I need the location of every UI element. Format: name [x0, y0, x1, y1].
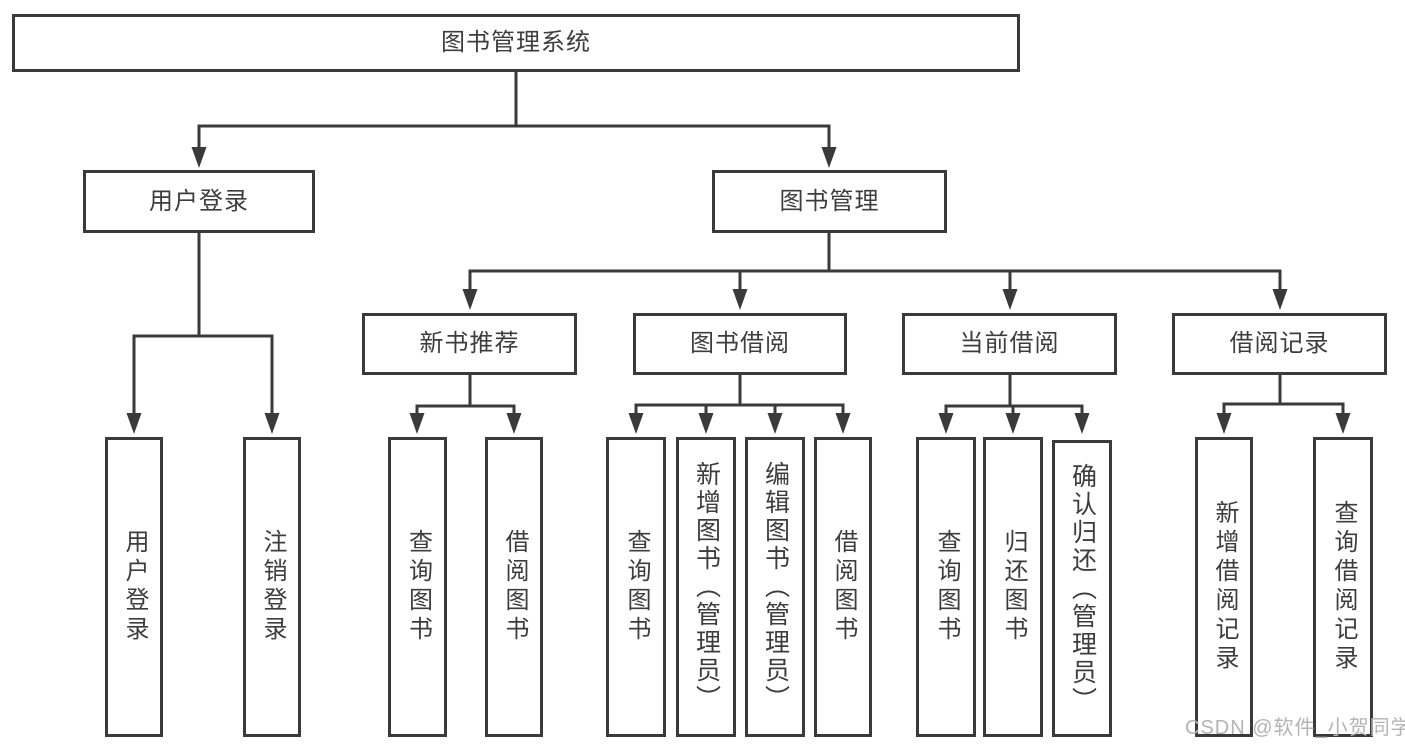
connector-user-login-branch — [126, 233, 280, 434]
leaf-borrowing-add-books-admin: 新增图书（管理员） — [676, 437, 736, 737]
connector-borrowing-branch — [628, 375, 851, 434]
leaf-records-add-record: 新增借阅记录 — [1195, 437, 1253, 737]
leaf-current-query-books: 查询图书 — [916, 437, 976, 737]
node-user-login: 用户登录 — [83, 170, 315, 233]
leaf-borrowing-edit-books-admin: 编辑图书（管理员） — [745, 437, 805, 737]
leaf-current-confirm-return-admin: 确认归还（管理员） — [1052, 440, 1112, 737]
node-borrowing-records: 借阅记录 — [1172, 313, 1387, 375]
node-current-borrowing: 当前借阅 — [902, 313, 1117, 375]
leaf-newbook-borrow-books: 借阅图书 — [485, 437, 543, 737]
leaf-borrowing-borrow-books: 借阅图书 — [814, 437, 872, 737]
leaf-borrowing-query-books: 查询图书 — [606, 437, 666, 737]
csdn-watermark: CSDN @软件_小贺同学 — [1185, 717, 1405, 739]
node-new-book-recommend: 新书推荐 — [362, 313, 577, 375]
node-book-management: 图书管理 — [712, 170, 947, 233]
connector-records-branch — [1216, 375, 1351, 434]
node-library-system-root: 图书管理系统 — [12, 14, 1020, 72]
leaf-records-query-record: 查询借阅记录 — [1313, 437, 1373, 737]
leaf-newbook-query-books: 查询图书 — [388, 437, 447, 737]
leaf-logout: 注销登录 — [243, 437, 301, 737]
connector-new-book-branch — [409, 375, 522, 434]
leaf-user-login: 用户登录 — [105, 437, 163, 737]
node-book-borrowing: 图书借阅 — [633, 313, 847, 375]
leaf-current-return-books: 归还图书 — [983, 437, 1043, 737]
connector-current-borrow-branch — [938, 375, 1090, 434]
connector-book-management-branch — [462, 233, 1288, 310]
connector-root-to-level2 — [191, 72, 837, 168]
